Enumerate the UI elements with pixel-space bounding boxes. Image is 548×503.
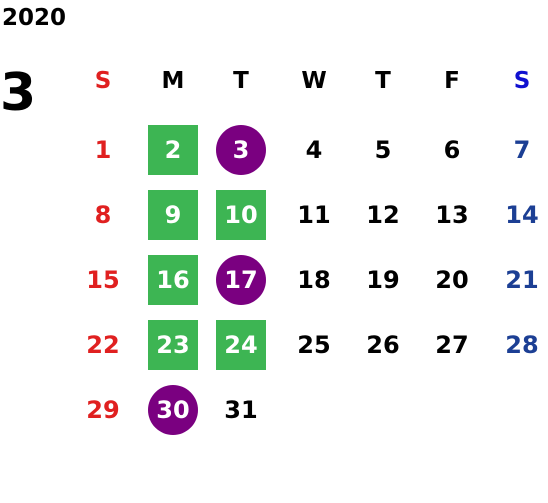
year-label: 2020 [2, 5, 67, 31]
weekday-header-wed: W [301, 68, 327, 94]
month-number: 3 [0, 63, 37, 123]
day-cell[interactable]: 27 [435, 331, 469, 359]
weekday-header-sun: S [94, 68, 112, 94]
day-cell[interactable]: 30 [148, 385, 198, 435]
day-cell[interactable]: 4 [305, 136, 323, 164]
day-cell[interactable]: 31 [224, 396, 258, 424]
day-cell[interactable]: 15 [86, 266, 120, 294]
day-cell[interactable]: 5 [374, 136, 392, 164]
day-cell[interactable]: 17 [216, 255, 266, 305]
weekday-header-fri: F [444, 68, 460, 94]
day-cell[interactable]: 18 [297, 266, 331, 294]
day-cell[interactable]: 6 [443, 136, 461, 164]
weekday-header-sat: S [513, 68, 531, 94]
weekday-header-tue: T [233, 68, 249, 94]
day-cell[interactable]: 14 [505, 201, 539, 229]
day-cell[interactable]: 22 [86, 331, 120, 359]
day-cell[interactable]: 19 [366, 266, 400, 294]
day-cell[interactable]: 10 [216, 190, 266, 240]
day-cell[interactable]: 7 [513, 136, 531, 164]
day-cell[interactable]: 23 [148, 320, 198, 370]
day-cell[interactable]: 3 [216, 125, 266, 175]
weekday-header-thu: T [375, 68, 391, 94]
day-cell[interactable]: 8 [94, 201, 112, 229]
day-cell[interactable]: 11 [297, 201, 331, 229]
day-cell[interactable]: 24 [216, 320, 266, 370]
day-cell[interactable]: 9 [148, 190, 198, 240]
day-cell[interactable]: 21 [505, 266, 539, 294]
day-cell[interactable]: 28 [505, 331, 539, 359]
day-cell[interactable]: 25 [297, 331, 331, 359]
day-cell[interactable]: 29 [86, 396, 120, 424]
day-cell[interactable]: 1 [94, 136, 112, 164]
day-cell[interactable]: 13 [435, 201, 469, 229]
day-cell[interactable]: 16 [148, 255, 198, 305]
day-cell[interactable]: 12 [366, 201, 400, 229]
day-cell[interactable]: 20 [435, 266, 469, 294]
weekday-header-mon: M [161, 68, 185, 94]
day-cell[interactable]: 2 [148, 125, 198, 175]
day-cell[interactable]: 26 [366, 331, 400, 359]
